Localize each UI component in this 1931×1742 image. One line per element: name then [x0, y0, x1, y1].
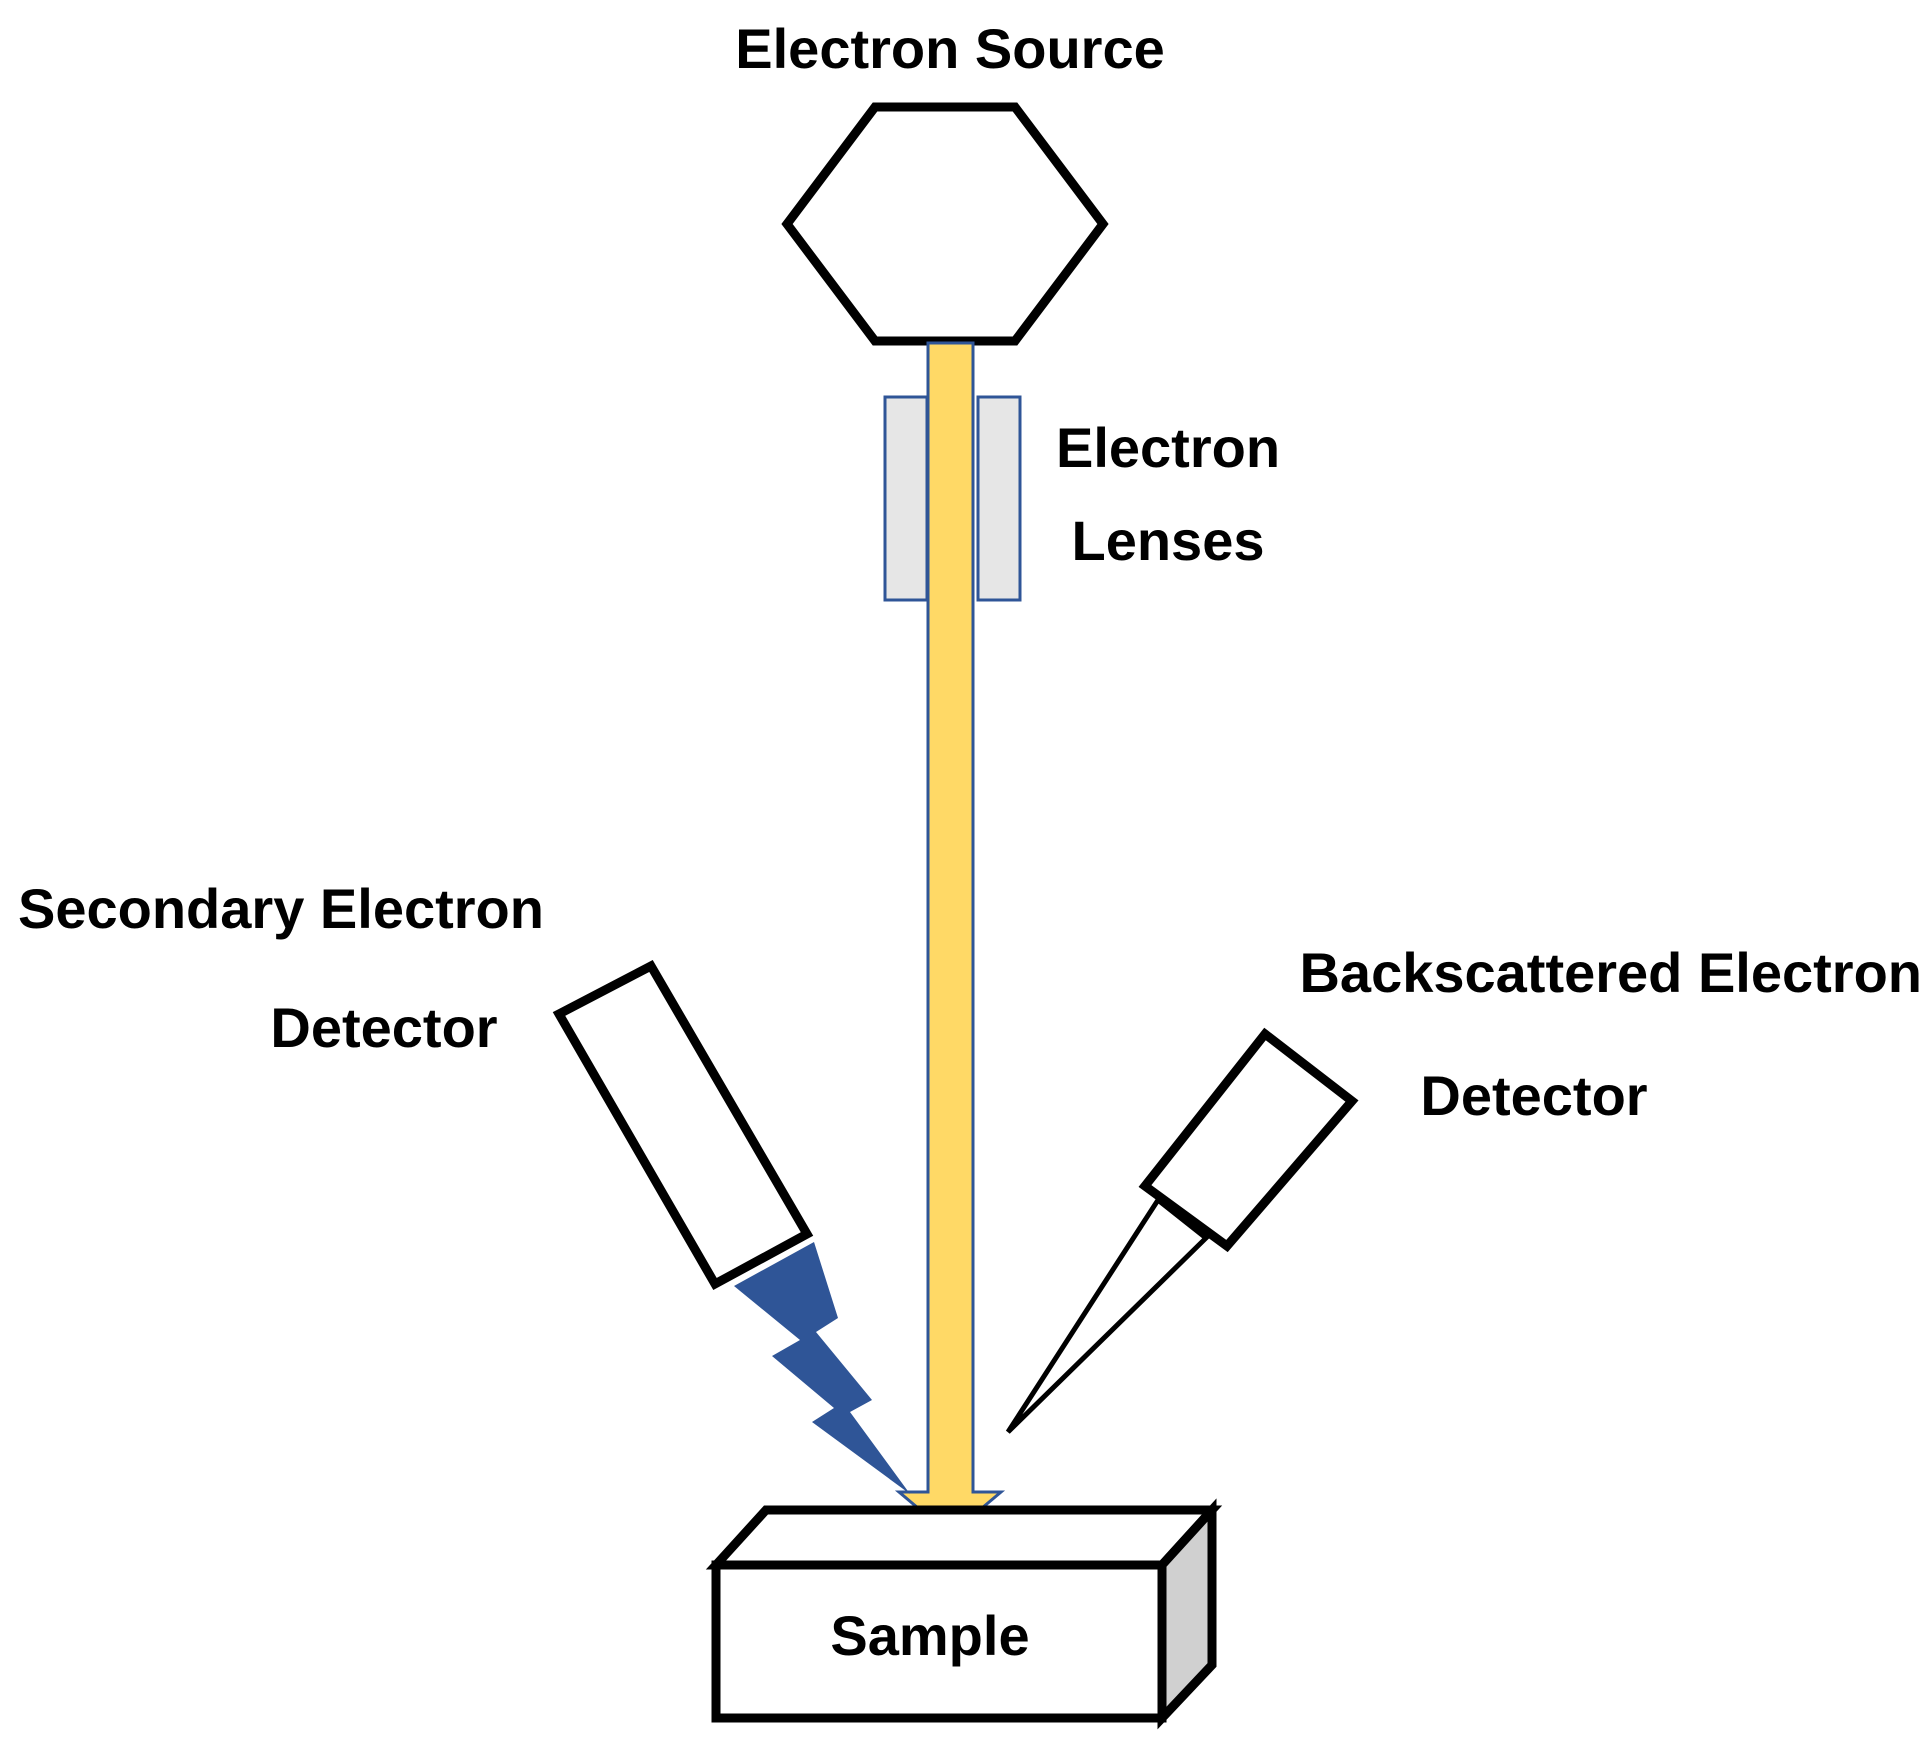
secondary-electron-signal-bolt	[734, 1242, 910, 1494]
secondary-detector-label-line2: Detector	[270, 996, 497, 1059]
backscattered-electron-detector: Backscattered Electron Detector	[1005, 941, 1922, 1434]
electron-lenses-label-line2: Lenses	[1072, 509, 1265, 572]
sample: Sample	[705, 1498, 1223, 1730]
secondary-detector-body	[552, 960, 814, 1291]
backscattered-detector-label-line2: Detector	[1420, 1064, 1647, 1127]
secondary-electron-detector: Secondary Electron Detector	[18, 877, 910, 1494]
lens-left	[883, 395, 929, 602]
sample-top-face	[705, 1505, 1223, 1570]
electron-lenses-label-line1: Electron	[1056, 416, 1280, 479]
backscattered-detector-cone	[1005, 1196, 1210, 1434]
sample-label: Sample	[830, 1604, 1029, 1667]
electron-lenses: Electron Lenses	[883, 395, 1280, 602]
backscattered-detector-label-line1: Backscattered Electron	[1299, 941, 1922, 1004]
lens-right	[976, 395, 1022, 602]
secondary-detector-label-line1: Secondary Electron	[18, 877, 544, 940]
electron-source-label: Electron Source	[735, 17, 1164, 80]
electron-source: Electron Source	[735, 17, 1165, 346]
sample-front-face	[711, 1560, 1167, 1723]
electron-source-hexagon	[781, 102, 1109, 346]
backscattered-detector-body	[1138, 1027, 1359, 1253]
